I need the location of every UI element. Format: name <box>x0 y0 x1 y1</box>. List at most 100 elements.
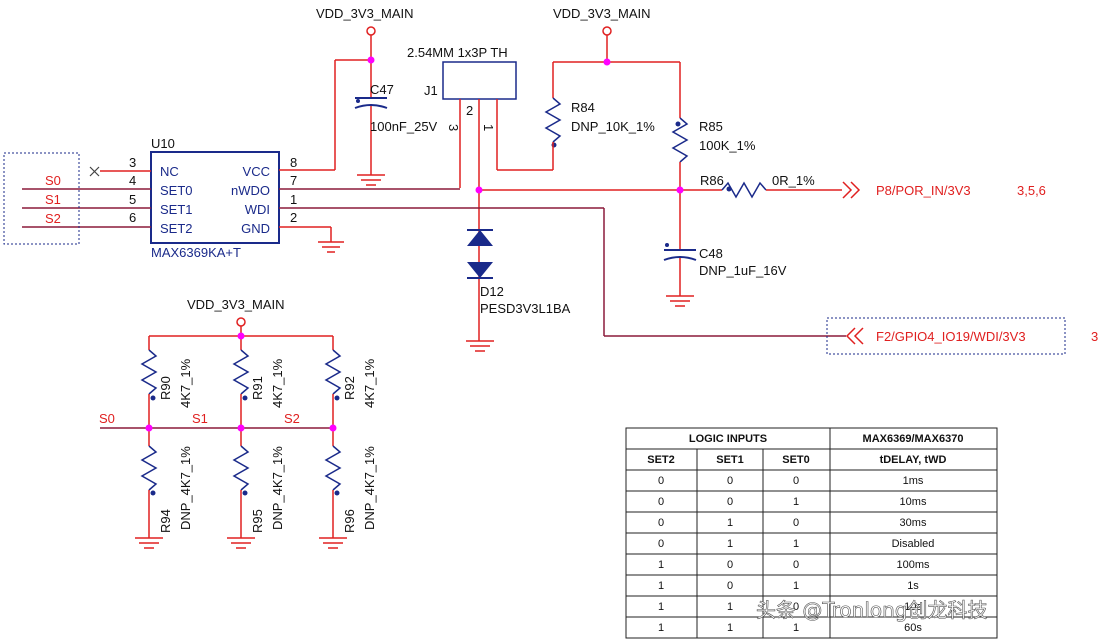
c47-ref: C47 <box>370 82 394 97</box>
r85-value: 100K_1% <box>699 138 756 153</box>
table-header-set1: SET1 <box>716 454 744 466</box>
r92-ref: R92 <box>342 376 357 400</box>
offpage-por-label: P8/POR_IN/3V3 <box>876 183 971 198</box>
u10-pin4-num: 4 <box>129 173 136 188</box>
bottom-net-s1: S1 <box>192 411 208 426</box>
r85-ref: R85 <box>699 119 723 134</box>
net-box-left: S0 S1 S2 <box>3 152 80 245</box>
table-cell: 1 <box>658 622 664 634</box>
watermark: 头条 @Tronlong创龙科技 <box>756 598 988 622</box>
table-cell: 10ms <box>900 496 927 508</box>
power-symbol-pullups: VDD_3V3_MAIN <box>187 297 285 336</box>
r95-value: DNP_4K7_1% <box>270 446 285 530</box>
c48-ref: C48 <box>699 246 723 261</box>
u10-pin6-num: 6 <box>129 210 136 225</box>
r84-value: DNP_10K_1% <box>571 119 655 134</box>
power-label-r84: VDD_3V3_MAIN <box>553 6 651 21</box>
d12-value: PESD3V3L1BA <box>480 301 571 316</box>
table-header-set2: SET2 <box>647 454 675 466</box>
diode-d12: D12 PESD3V3L1BA <box>466 229 571 352</box>
r84-ref: R84 <box>571 100 595 115</box>
junctions <box>145 56 684 432</box>
table-cell: 1 <box>727 601 733 613</box>
table-group-logic: LOGIC INPUTS <box>689 433 767 445</box>
table-cell: 1 <box>658 580 664 592</box>
u10-ref: U10 <box>151 136 175 151</box>
resistor-r86: R86 0R_1% <box>479 173 842 199</box>
logic-table: LOGIC INPUTS MAX6369/MAX6370 SET2 SET1 S… <box>625 427 998 639</box>
bottom-net-s2: S2 <box>284 411 300 426</box>
d12-ref: D12 <box>480 284 504 299</box>
table-cell: 1ms <box>903 475 924 487</box>
table-cell: Disabled <box>892 538 935 550</box>
table-cell: 0 <box>727 580 733 592</box>
table-cell: 0 <box>658 475 664 487</box>
table-cell: 1 <box>727 538 733 550</box>
r86-value: 0R_1% <box>772 173 815 188</box>
table-cell: 0 <box>658 517 664 529</box>
r91-value: 4K7_1% <box>270 358 285 408</box>
u10-pin-set0: SET0 <box>160 183 193 198</box>
table-cell: 0 <box>793 559 799 571</box>
table-header-tdelay: tDELAY, tWD <box>880 454 947 466</box>
c48-value: DNP_1uF_16V <box>699 263 787 278</box>
u10-pin-set1: SET1 <box>160 202 193 217</box>
r91-ref: R91 <box>250 376 265 400</box>
j1-pin-1: 1 <box>481 124 496 131</box>
u10-pin8-num: 8 <box>290 155 297 170</box>
u10-pin2-num: 2 <box>290 210 297 225</box>
j1-pin-3: 3 <box>446 124 461 131</box>
table-cell: 1 <box>793 496 799 508</box>
r96-value: DNP_4K7_1% <box>362 446 377 530</box>
table-cell: 1 <box>793 580 799 592</box>
u10-pin-nwdo: nWDO <box>231 183 270 198</box>
offpage-wdi-label: F2/GPIO4_IO19/WDI/3V3 <box>876 329 1026 344</box>
table-cell: 0 <box>658 538 664 550</box>
table-cell: 30ms <box>900 517 927 529</box>
offpage-wdi-pages: 3 <box>1091 329 1098 344</box>
table-cell: 100ms <box>896 559 930 571</box>
r96-ref: R96 <box>342 509 357 533</box>
r95-ref: R95 <box>250 509 265 533</box>
power-symbol-r84: VDD_3V3_MAIN <box>553 6 651 62</box>
offpage-wdi: F2/GPIO4_IO19/WDI/3V3 3 <box>826 317 1098 355</box>
resistor-r85: R85 100K_1% <box>671 62 756 250</box>
table-cell: 1 <box>727 517 733 529</box>
r94-ref: R94 <box>158 509 173 533</box>
r94-value: DNP_4K7_1% <box>178 446 193 530</box>
table-header-set0: SET0 <box>782 454 810 466</box>
power-label-pullups: VDD_3V3_MAIN <box>187 297 285 312</box>
bottom-net-s0: S0 <box>99 411 115 426</box>
u10-pin1-num: 1 <box>290 192 297 207</box>
table-cell: 1 <box>793 622 799 634</box>
connector-j1: 2.54MM 1x3P TH J1 3 2 1 <box>407 45 517 315</box>
u10-pin-gnd: GND <box>241 221 270 236</box>
u10-pin-wdi: WDI <box>245 202 270 217</box>
u10-pin3-num: 3 <box>129 155 136 170</box>
r90-value: 4K7_1% <box>178 358 193 408</box>
table-cell: 1 <box>658 559 664 571</box>
offpage-por: P8/POR_IN/3V3 3,5,6 <box>842 181 1046 199</box>
table-cell: 0 <box>727 475 733 487</box>
chip-u10: U10 MAX6369KA+T NC SET0 SET1 SET2 3 4 5 … <box>22 136 604 260</box>
table-group-part: MAX6369/MAX6370 <box>863 433 964 445</box>
offpage-por-pages: 3,5,6 <box>1017 183 1046 198</box>
u10-pin5-num: 5 <box>129 192 136 207</box>
capacitor-c47: C47 100nF_25V <box>334 59 438 186</box>
r90-ref: R90 <box>158 376 173 400</box>
power-label-c47: VDD_3V3_MAIN <box>316 6 414 21</box>
table-cell: 1s <box>907 580 919 592</box>
resistor-network: R90 4K7_1% R91 4K7_1% R92 4K7_1% R94 DNP… <box>99 335 377 549</box>
u10-pin7-num: 7 <box>290 173 297 188</box>
power-symbol-c47: VDD_3V3_MAIN <box>316 6 414 60</box>
table-cell: 1 <box>793 538 799 550</box>
c47-value: 100nF_25V <box>370 119 438 134</box>
r86-ref: R86 <box>700 173 724 188</box>
table-cell: 0 <box>793 601 799 613</box>
u10-pin-nc: NC <box>160 164 179 179</box>
net-label-s0: S0 <box>45 173 61 188</box>
table-cell: 1 <box>727 622 733 634</box>
table-cell: 0 <box>727 496 733 508</box>
table-cell: 0 <box>793 517 799 529</box>
